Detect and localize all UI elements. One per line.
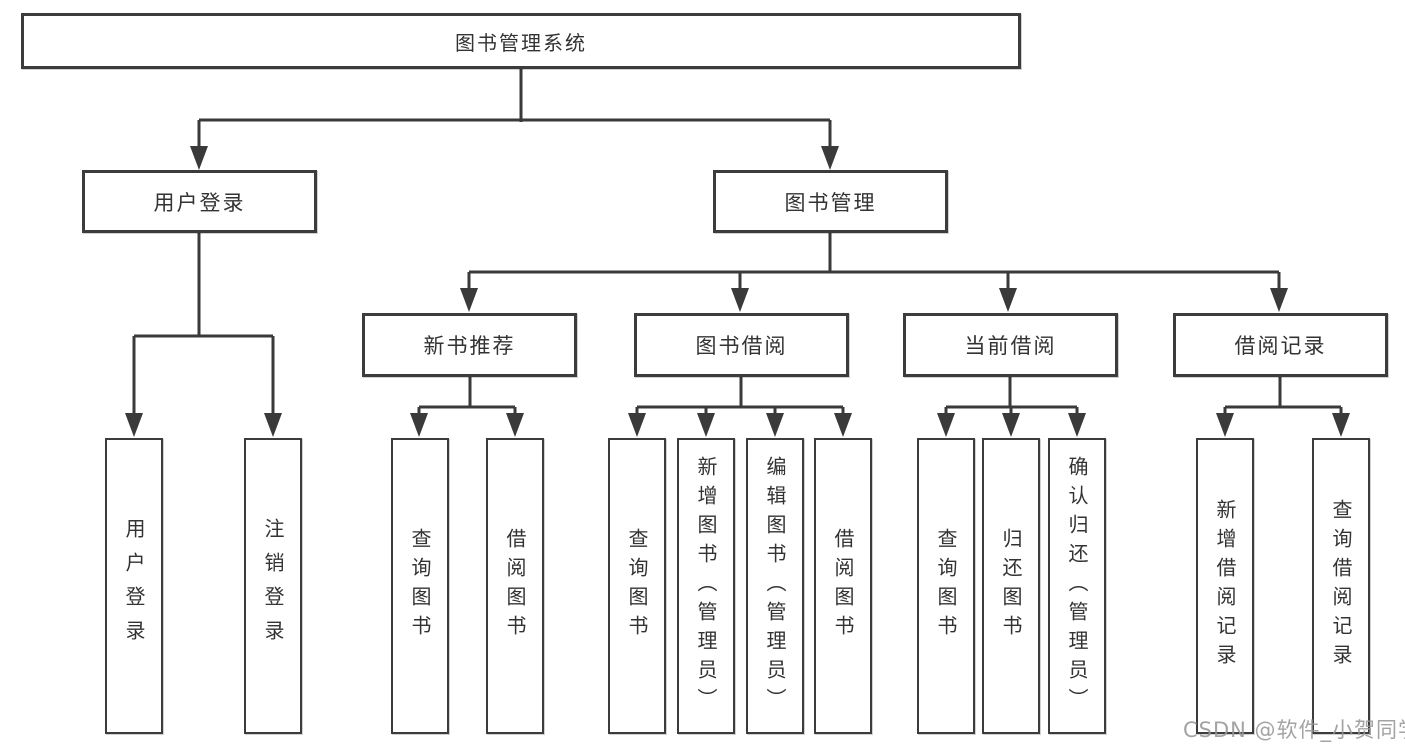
leaf-add-borrow-record: 新增借阅记录	[1196, 438, 1254, 734]
leaf-user-login: 用户登录	[105, 438, 163, 734]
leaf-borrow-books-recommend: 借阅图书	[486, 438, 544, 734]
node-book-management: 图书管理	[713, 170, 948, 233]
leaf-query-books-recommend: 查询图书	[391, 438, 449, 734]
csdn-watermark: CSDN @软件_小贺同学	[1183, 718, 1405, 742]
node-root-system: 图书管理系统	[21, 13, 1021, 69]
leaf-edit-books-admin: 编辑图书（管理员）	[746, 438, 804, 734]
leaf-query-books-borrowing: 查询图书	[608, 438, 666, 734]
node-book-borrowing: 图书借阅	[634, 313, 849, 377]
leaf-add-books-admin: 新增图书（管理员）	[677, 438, 735, 734]
node-user-login: 用户登录	[82, 170, 317, 233]
leaf-query-borrow-record: 查询借阅记录	[1312, 438, 1370, 734]
leaf-confirm-return-admin: 确认归还（管理员）	[1048, 438, 1106, 734]
node-borrowing-records: 借阅记录	[1173, 313, 1388, 377]
leaf-query-books-current: 查询图书	[917, 438, 975, 734]
leaf-borrow-books: 借阅图书	[814, 438, 872, 734]
node-current-borrowing: 当前借阅	[903, 313, 1118, 377]
node-new-book-recommend: 新书推荐	[362, 313, 577, 377]
leaf-return-books: 归还图书	[982, 438, 1040, 734]
leaf-logout: 注销登录	[244, 438, 302, 734]
